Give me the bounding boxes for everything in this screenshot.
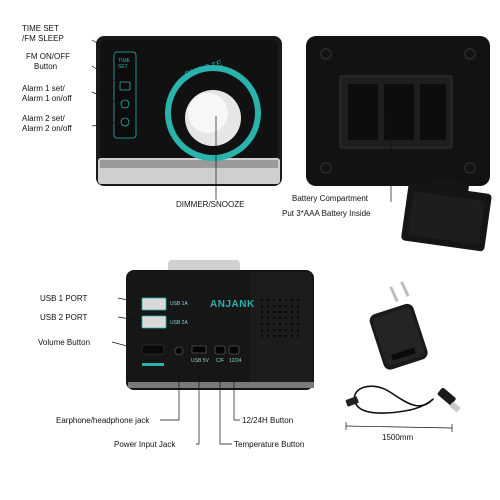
- usb-power-adapter: [369, 303, 428, 370]
- cable-length-label: 1500mm: [382, 433, 414, 442]
- speaker-grille: [260, 298, 300, 338]
- alarm2-label-line2: Alarm 2 on/off: [22, 123, 72, 133]
- fm-label: FM ON/OFF Button: [26, 52, 70, 71]
- battery-slot-3: [420, 84, 446, 140]
- cf-tag: C/F: [216, 358, 225, 364]
- time-set-label-line1: TIME SET: [22, 24, 59, 33]
- alarm1-label: Alarm 1 set/ Alarm 1 on/off: [22, 84, 72, 103]
- brand-logo: ANJANK: [210, 299, 255, 310]
- temperature-label: Temperature Button: [234, 440, 305, 449]
- earphone-label: Earphone/headphone jack: [56, 416, 150, 425]
- dimmer-label: DIMMER/SNOOZE: [176, 200, 245, 209]
- usb1-tag: USB 1A: [170, 301, 188, 307]
- time-set-key-line1: TIME: [118, 58, 130, 64]
- usb2-label: USB 2 PORT: [40, 313, 88, 322]
- micro-usb-plug: [345, 396, 359, 407]
- power-label: Power Input Jack: [114, 440, 176, 449]
- usb-a-plug: [437, 387, 456, 405]
- usb1-label: USB 1 PORT: [40, 294, 88, 303]
- time-set-key[interactable]: TIME SET: [118, 58, 130, 70]
- alarm1-label-line1: Alarm 1 set/: [22, 84, 65, 93]
- alarm2-icon: [120, 117, 130, 127]
- battery-slot-1: [348, 84, 378, 140]
- battery-compartment-label: Battery Compartment: [292, 194, 369, 203]
- usb2-port: [141, 315, 167, 329]
- alarm2-label-line1: Alarm 2 set/: [22, 114, 65, 123]
- volume-label: Volume Button: [38, 338, 91, 347]
- usb2-tag: USB 2A: [170, 320, 188, 326]
- battery-cover: [401, 178, 492, 252]
- alarm1-icon: [120, 99, 130, 109]
- fm-label-line1: FM ON/OFF: [26, 52, 70, 61]
- radio-icon: [119, 81, 131, 91]
- h1224-label: 12/24H Button: [242, 416, 294, 425]
- alarm1-label-line2: Alarm 1 on/off: [22, 93, 72, 103]
- usb5v-tag: USB 5V: [191, 358, 209, 364]
- h1224-tag: 12/24: [229, 358, 242, 364]
- battery-instruction-label: Put 3*AAA Battery Inside: [282, 209, 371, 218]
- time-set-key-line2: SET: [118, 64, 128, 70]
- battery-slot-2: [384, 84, 414, 140]
- alarm2-label: Alarm 2 set/ Alarm 2 on/off: [22, 114, 72, 133]
- time-set-label: TIME SET /FM SLEEP: [22, 24, 64, 43]
- fm-label-line2: Button: [34, 61, 58, 71]
- time-set-label-line2: /FM SLEEP: [22, 33, 64, 43]
- volume-wheel: [141, 344, 165, 355]
- usb1-port: [141, 297, 167, 311]
- usb-cable: [353, 385, 434, 414]
